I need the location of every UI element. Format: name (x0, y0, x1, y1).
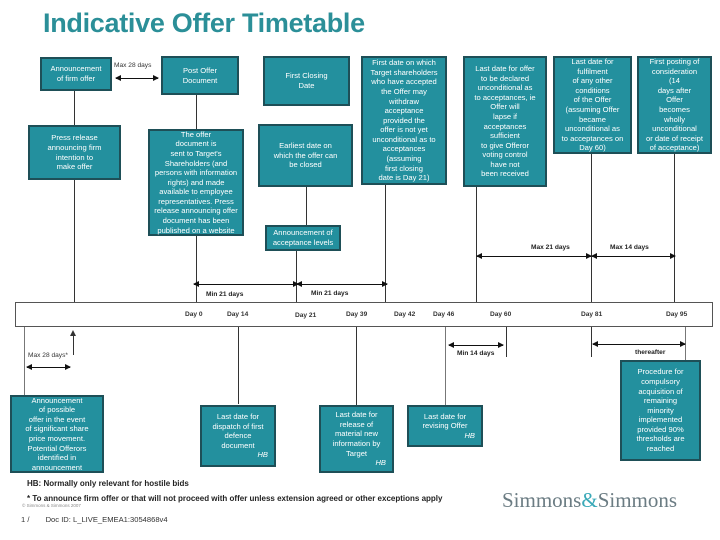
box-press-release: Press release announcing firm intention … (28, 125, 121, 180)
timeline-day: Day 42 (394, 311, 416, 318)
asterisk-note: * To announce firm offer or that will no… (27, 494, 443, 503)
page-title: Indicative Offer Timetable (43, 8, 365, 38)
connector-line (506, 327, 508, 357)
hb-tag: HB (464, 430, 475, 440)
timeline-day: Day 21 (295, 312, 317, 319)
interval-arrow (296, 279, 388, 289)
interval-label-max14: Max 14 days (610, 244, 649, 251)
hb-tag: HB (257, 450, 268, 460)
timeline-day: Day 60 (490, 311, 512, 318)
up-arrow-icon (69, 330, 77, 355)
connector-line (591, 327, 593, 357)
interval-arrow (26, 362, 71, 372)
connector-line (238, 327, 240, 404)
company-logo: Simmons&Simmons (502, 488, 677, 513)
box-material-info-text: Last date for release of material new in… (332, 410, 381, 458)
timeline-bar (15, 302, 713, 327)
connector-line (591, 153, 593, 302)
connector-line (24, 327, 26, 396)
interval-label-min21-b: Min 21 days (311, 290, 349, 297)
logo-left: Simmons (502, 488, 582, 512)
box-defence-document-text: Last date for dispatch of first defence … (212, 412, 264, 450)
box-last-date-unconditional: Last date for offer to be declared uncon… (463, 56, 547, 187)
connector-line (476, 186, 478, 302)
hb-note: HB: Normally only relevant for hostile b… (27, 479, 189, 488)
box-last-date-fulfilment: Last date for fulfilment of any other co… (553, 56, 632, 154)
box-defence-document: Last date for dispatch of first defence … (200, 405, 276, 467)
timeline-day: Day 46 (433, 311, 455, 318)
interval-arrow (591, 251, 676, 261)
interval-label-max28: Max 28 days (114, 62, 152, 69)
box-post-offer-document: Post Offer Document (161, 56, 239, 95)
interval-arrow (193, 279, 299, 289)
interval-label-min21-a: Min 21 days (206, 291, 244, 298)
timeline-day: Day 39 (346, 311, 368, 318)
copyright: © Simmons & Simmons 2007 (22, 503, 81, 508)
interval-arrow (115, 73, 159, 83)
box-first-posting-consideration: First posting of consideration (14 days … (637, 56, 712, 154)
box-material-info: Last date for release of material new in… (319, 405, 394, 473)
hb-tag: HB (375, 458, 386, 468)
interval-arrow (476, 251, 592, 261)
page-number: 1 / (21, 515, 30, 524)
box-revising-offer: Last date for revising Offer HB (407, 405, 483, 447)
connector-line (445, 327, 447, 405)
connector-line (196, 235, 198, 302)
box-announcement-acceptance: Announcement of acceptance levels (265, 225, 341, 251)
doc-footer: 1 / Doc ID: L_LIVE_EMEA1:3054868v4 (21, 515, 182, 524)
interval-label-max21: Max 21 days (531, 244, 570, 251)
connector-line (296, 249, 298, 302)
connector-line (74, 90, 76, 127)
interval-label-min14: Min 14 days (457, 350, 495, 357)
box-revising-offer-text: Last date for revising Offer (422, 411, 468, 431)
timeline-day: Day 95 (666, 311, 688, 318)
timeline-day: Day 14 (227, 311, 249, 318)
box-earliest-close: Earliest date on which the offer can be … (258, 124, 353, 187)
connector-line (74, 177, 76, 302)
connector-line (306, 185, 308, 226)
connector-line (674, 154, 676, 302)
interval-label-thereafter: thereafter (635, 349, 666, 356)
interval-arrow (448, 340, 504, 350)
box-offer-document-sent: The offer document is sent to Target's S… (148, 129, 244, 236)
box-announcement-firm-offer: Announcement of firm offer (40, 57, 112, 91)
box-possible-offer: Announcement of possible offer in the ev… (10, 395, 104, 473)
connector-line (356, 327, 358, 405)
logo-right: Simmons (597, 488, 678, 512)
timeline-day: Day 81 (581, 311, 603, 318)
box-first-closing-date: First Closing Date (263, 56, 350, 106)
connector-line (196, 94, 198, 130)
interval-label-max28-bottom: Max 28 days* (28, 352, 68, 359)
interval-arrow (592, 339, 686, 349)
connector-line (385, 185, 387, 302)
box-first-withdraw-date: First date on which Target shareholders … (361, 56, 447, 185)
box-compulsory-acquisition: Procedure for compulsory acquisition of … (620, 360, 701, 461)
timeline-day: Day 0 (185, 311, 203, 318)
doc-id: Doc ID: L_LIVE_EMEA1:3054868v4 (45, 515, 168, 524)
logo-ampersand: & (581, 488, 598, 512)
